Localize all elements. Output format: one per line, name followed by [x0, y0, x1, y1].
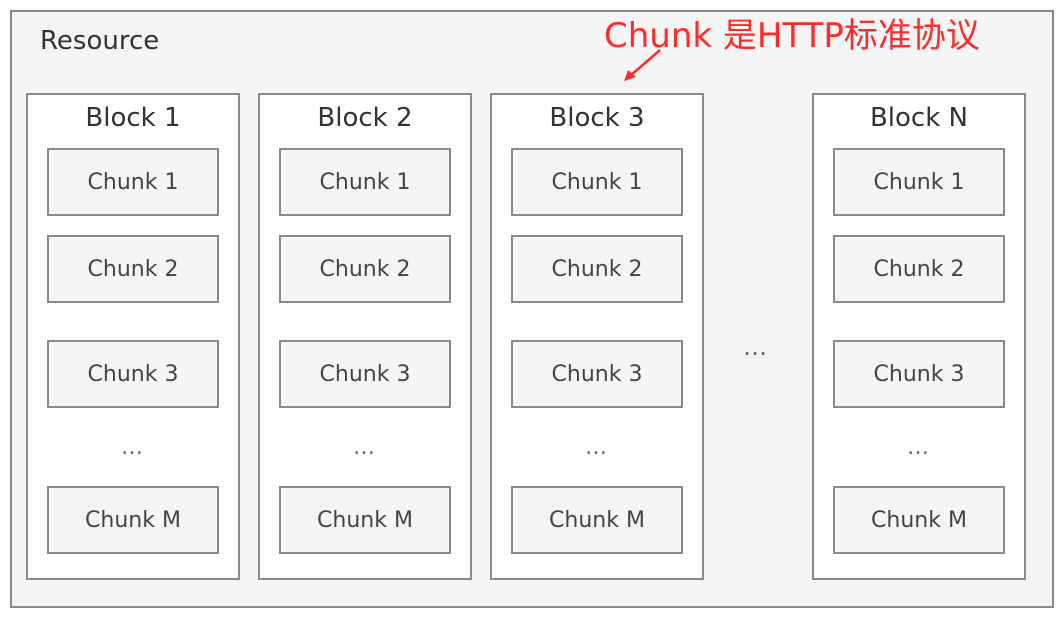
- block-2: Block 2 Chunk 1 Chunk 2 Chunk 3 … Chunk …: [258, 93, 472, 580]
- chunk-ellipsis: …: [585, 435, 609, 460]
- blocks-ellipsis: …: [743, 333, 769, 361]
- chunk-box: Chunk 2: [47, 235, 219, 303]
- chunk-box: Chunk M: [47, 486, 219, 554]
- chunk-box: Chunk 2: [833, 235, 1005, 303]
- chunk-ellipsis: …: [353, 435, 377, 460]
- chunk-box: Chunk 1: [511, 148, 683, 216]
- chunk-box: Chunk 2: [279, 235, 451, 303]
- chunk-box: Chunk 1: [47, 148, 219, 216]
- resource-label: Resource: [40, 26, 160, 56]
- chunk-box: Chunk M: [511, 486, 683, 554]
- block-title: Block 3: [549, 103, 645, 133]
- block-title: Block N: [869, 103, 969, 133]
- chunk-box: Chunk M: [279, 486, 451, 554]
- chunk-box: Chunk 1: [279, 148, 451, 216]
- chunk-box: Chunk 3: [511, 340, 683, 408]
- chunk-box: Chunk 3: [279, 340, 451, 408]
- chunk-ellipsis: …: [907, 435, 931, 460]
- chunk-box: Chunk 3: [833, 340, 1005, 408]
- annotation-arrow-icon: [624, 49, 661, 81]
- block-3: Block 3 Chunk 1 Chunk 2 Chunk 3 … Chunk …: [490, 93, 704, 580]
- chunk-ellipsis: …: [121, 435, 145, 460]
- chunk-box: Chunk 1: [833, 148, 1005, 216]
- chunk-box: Chunk M: [833, 486, 1005, 554]
- chunk-box: Chunk 3: [47, 340, 219, 408]
- chunk-box: Chunk 2: [511, 235, 683, 303]
- block-n: Block N Chunk 1 Chunk 2 Chunk 3 … Chunk …: [812, 93, 1026, 580]
- annotation-text: Chunk 是HTTP标准协议: [604, 16, 980, 56]
- block-title: Block 2: [317, 103, 413, 133]
- block-1: Block 1 Chunk 1 Chunk 2 Chunk 3 … Chunk …: [26, 93, 240, 580]
- block-title: Block 1: [85, 103, 181, 133]
